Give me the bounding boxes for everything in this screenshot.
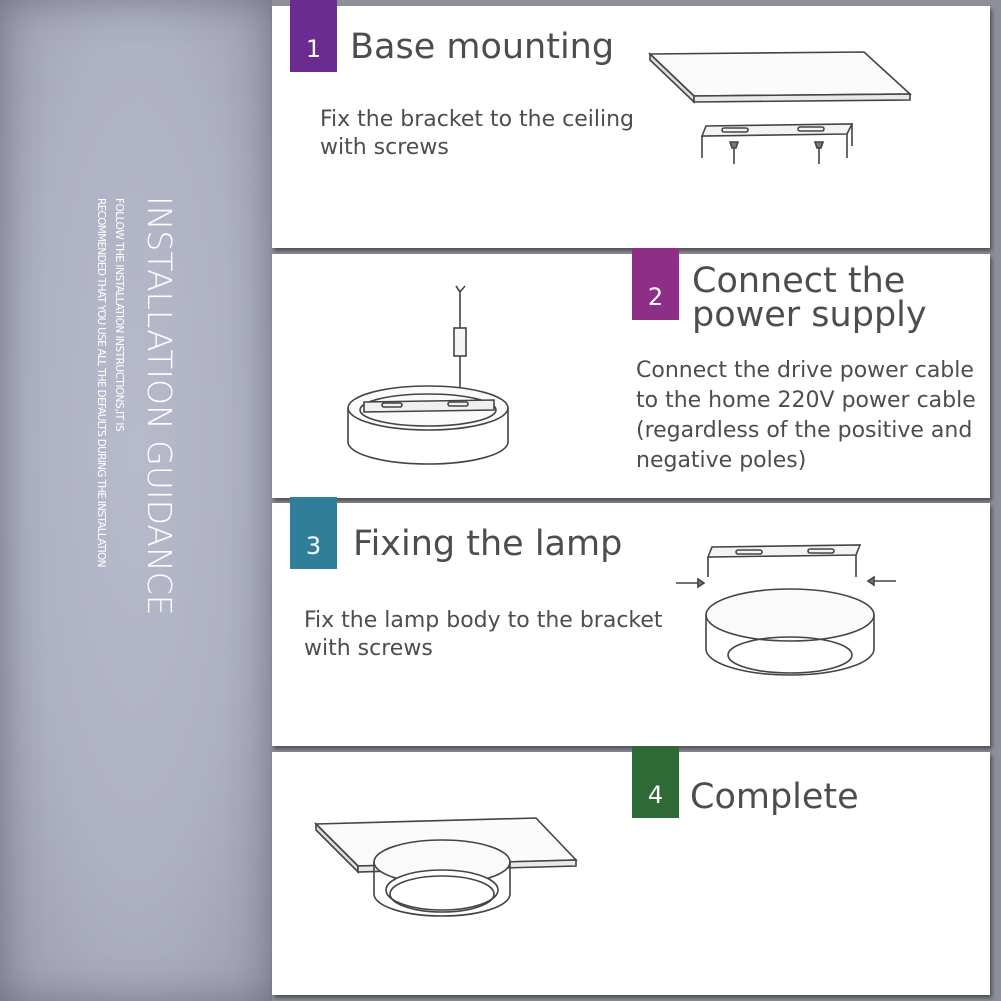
step-3-title: Fixing the lamp (353, 524, 623, 564)
step-3-description: Fix the lamp body to the bracket with sc… (304, 608, 663, 661)
step-2-title: Connect the power supply (692, 261, 927, 335)
step-3-panel: 3 Fixing the lamp Fix the lamp body to t… (272, 497, 990, 746)
step-3-badge: 3 (290, 497, 337, 569)
guide-subtitle-line1: FOLLOW THE INSTALLATION INSTRUCTIONS,IT … (113, 198, 125, 432)
step-1-description: Fix the bracket to the ceiling with scre… (320, 107, 635, 160)
lamp-fixing-illustration (676, 544, 896, 676)
completed-lamp-illustration (314, 817, 578, 917)
step-4-badge: 4 (632, 746, 679, 818)
step-1-badge: 1 (290, 0, 337, 72)
guide-subtitle-line2: RECOMMENDED THAT YOU USE ALL THE DEFAULT… (95, 198, 107, 567)
power-cable-illustration (347, 285, 509, 465)
step-1-panel: 1 Base mounting Fix the bracket to the c… (272, 0, 990, 248)
step-4-title: Complete (690, 777, 859, 817)
step-1-title: Base mounting (350, 27, 615, 67)
step-4-panel: 4 Complete (272, 746, 990, 995)
guide-title: INSTALLATION GUIDANCE (140, 196, 179, 616)
sidebar: INSTALLATION GUIDANCE FOLLOW THE INSTALL… (0, 0, 272, 1001)
ceiling-bracket-illustration (648, 51, 913, 164)
step-2-badge: 2 (632, 248, 679, 320)
step-2-description: Connect the drive power cable to the hom… (636, 358, 976, 473)
step-2-panel: 2 Connect the power supply Connect the d… (272, 248, 990, 498)
